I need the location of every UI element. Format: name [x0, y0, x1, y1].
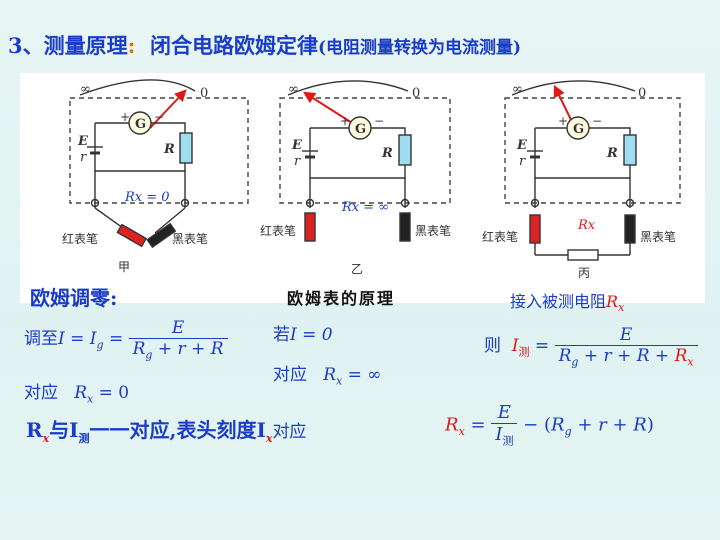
rx-zero-corresponds: 对应: [24, 383, 58, 403]
bing-rx-label: Rx: [577, 218, 596, 233]
bing-label-e: E: [516, 138, 528, 153]
jia-label-r-small: r: [80, 150, 87, 165]
bing-label-plus: +: [558, 114, 568, 128]
bing-label-r-small: r: [519, 154, 526, 169]
bing-black-probe: 黑表笔: [640, 229, 676, 244]
formula-adjust: 调至I = Ig = E Rg + r + R: [24, 318, 228, 361]
final-text-a: 与I: [49, 418, 79, 442]
zero-adjust-heading: 欧姆调零:: [30, 286, 118, 310]
then-prefix: 则: [484, 336, 501, 357]
yi-black-probe: 黑表笔: [415, 223, 451, 238]
rx-zero-value: = 0: [98, 383, 130, 403]
title-main: 3、测量原理: [8, 33, 128, 58]
fraction-adjust: E Rg + r + R: [128, 318, 228, 361]
title-colon: :: [127, 33, 136, 58]
formula-rx-solve: Rx = E I测 − (Rg + r + R): [445, 402, 654, 449]
yi-label-R: R: [381, 146, 393, 161]
jia-scale-zero: 0: [200, 86, 208, 101]
fraction-solve: E I测: [491, 402, 518, 449]
yi-caption: 乙: [351, 262, 363, 276]
jia-label-minus: −: [154, 110, 164, 124]
jia-red-probe: 红表笔: [62, 231, 98, 246]
yi-label-g: G: [355, 122, 366, 137]
bing-scale-zero: 0: [638, 86, 646, 101]
formula-rx-inf: 对应 Rx = ∞: [273, 365, 382, 388]
bing-scale-inf: ∞: [512, 82, 523, 97]
fraction-measure: E Rg + r + R + Rx: [554, 325, 698, 368]
rx-inf-value: = ∞: [347, 365, 382, 385]
yi-red-probe: 红表笔: [260, 223, 296, 238]
yi-scale-zero: 0: [412, 86, 420, 101]
slide-title: 3、测量原理: 闭合电路欧姆定律(电阻测量转换为电流测量): [8, 30, 521, 60]
connect-rx-caption: 接入被测电阻Rx: [510, 292, 625, 315]
jia-rx-label: Rx = 0: [124, 190, 170, 205]
yi-label-e: E: [291, 138, 303, 153]
yi-label-r-small: r: [294, 154, 301, 169]
bing-caption: 丙: [578, 266, 590, 280]
formula-rx-zero: 对应 Rx = 0: [24, 383, 130, 406]
adjust-prefix: 调至: [24, 329, 58, 350]
final-statement: Rx与I测一一对应,表头刻度Ix对应: [26, 418, 307, 445]
yi-label-minus: −: [374, 114, 384, 128]
jia-label-R: R: [163, 142, 175, 157]
diagram-yi: [279, 80, 451, 242]
yi-label-plus: +: [340, 114, 350, 128]
title-law: 闭合电路欧姆定律: [150, 33, 319, 58]
jia-caption: 甲: [118, 260, 130, 274]
yi-scale-inf: ∞: [288, 82, 299, 97]
jia-label-plus: +: [120, 110, 130, 124]
bing-label-R: R: [606, 146, 618, 161]
final-text-b: 一一对应,表头刻度I: [89, 418, 266, 442]
diagram-jia: [69, 79, 249, 249]
yi-rx-label: Rx = ∞: [341, 200, 389, 215]
formula-measure: 则 I测 = E Rg + r + R + Rx: [484, 325, 698, 368]
final-corresponds: 对应: [272, 422, 307, 442]
bing-red-probe: 红表笔: [482, 229, 518, 244]
if-prefix: 若: [273, 325, 290, 345]
formula-if-zero: 若I = 0: [273, 320, 333, 345]
bing-label-minus: −: [592, 114, 602, 128]
jia-label-e: E: [77, 134, 89, 149]
ohmmeter-principle-caption: 欧姆表的原理: [287, 289, 396, 308]
if-value: I = 0: [290, 325, 333, 345]
jia-scale-inf: ∞: [80, 82, 91, 97]
circuit-diagrams: ∞ 0 G + − E r R Rx = 0 红表笔 黑表笔 甲 ∞ 0 G +…: [20, 73, 705, 303]
rx-inf-corresponds: 对应: [273, 365, 307, 385]
bing-label-g: G: [573, 122, 584, 137]
title-sub: (电阻测量转换为电流测量): [318, 38, 522, 58]
jia-black-probe: 黑表笔: [172, 231, 208, 246]
diagram-bing: [504, 80, 681, 261]
jia-label-g: G: [135, 117, 146, 132]
connect-rx-text: 接入被测电阻: [510, 292, 607, 311]
